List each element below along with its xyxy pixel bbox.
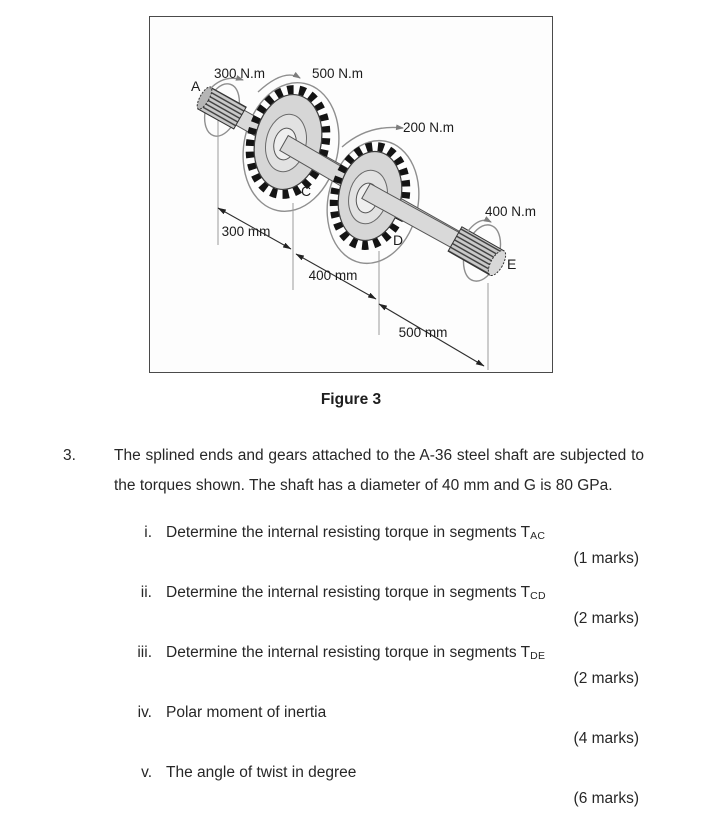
item-label-v: The angle of twist in degree: [166, 763, 356, 783]
label-point-d: D: [393, 232, 403, 248]
label-torque-c: 500 N.m: [312, 66, 363, 81]
item-text-ii: Determine the internal resisting torque …: [166, 584, 531, 601]
label-point-c: C: [301, 183, 311, 199]
marks-label-i: (1 marks): [573, 550, 639, 567]
item-text-v: The angle of twist in degree: [166, 764, 357, 781]
label-dim-ac: 300 mm: [222, 224, 271, 239]
label-torque-d: 200 N.m: [403, 120, 454, 135]
figure-caption: Figure 3: [320, 391, 382, 408]
item-subscript-iii: DE: [530, 650, 546, 662]
dimension-line-cd: [295, 253, 377, 300]
item-numeral-v: v.: [141, 764, 152, 781]
dimension-lines: [217, 207, 485, 367]
splined-end-e: [447, 226, 507, 277]
item-text-iii: Determine the internal resisting torque …: [166, 644, 531, 661]
dimension-line-de: [378, 303, 485, 367]
item-label-i: Determine the internal resisting torque …: [166, 523, 545, 543]
marks-label-iii: (2 marks): [573, 670, 639, 687]
item-numeral-iii: iii.: [137, 644, 152, 661]
question-text: The splined ends and gears attached to t…: [114, 447, 644, 494]
marks-label-v: (6 marks): [573, 790, 639, 807]
marks-label-ii: (2 marks): [573, 610, 639, 627]
item-label-iv: Polar moment of inertia: [166, 703, 326, 723]
item-numeral-iv: iv.: [137, 704, 152, 721]
item-numeral-ii: ii.: [140, 584, 152, 601]
item-subscript-ii: CD: [530, 590, 546, 602]
label-dim-de: 500 mm: [399, 325, 448, 340]
figure-box: A 300 N.m 500 N.m 200 N.m 400 N.m C D E …: [149, 16, 553, 373]
item-text-iv: Polar moment of inertia: [166, 704, 327, 721]
marks-label-iv: (4 marks): [573, 730, 639, 747]
shaft-assembly-figure: A 300 N.m 500 N.m 200 N.m 400 N.m C D E …: [191, 66, 536, 370]
item-subscript-i: AC: [530, 530, 546, 542]
label-point-e: E: [507, 256, 516, 272]
item-label-iii: Determine the internal resisting torque …: [166, 643, 545, 663]
splined-end-a: [196, 86, 247, 130]
dimension-line-ac: [217, 207, 292, 250]
label-point-a: A: [191, 78, 201, 94]
item-label-ii: Determine the internal resisting torque …: [166, 583, 546, 603]
question-number: 3.: [63, 447, 76, 464]
label-torque-e: 400 N.m: [485, 204, 536, 219]
label-torque-a: 300 N.m: [214, 66, 265, 81]
label-dim-cd: 400 mm: [309, 268, 358, 283]
item-text-i: Determine the internal resisting torque …: [166, 524, 531, 541]
item-numeral-i: i.: [144, 524, 152, 541]
torque-arrows: [209, 71, 492, 232]
